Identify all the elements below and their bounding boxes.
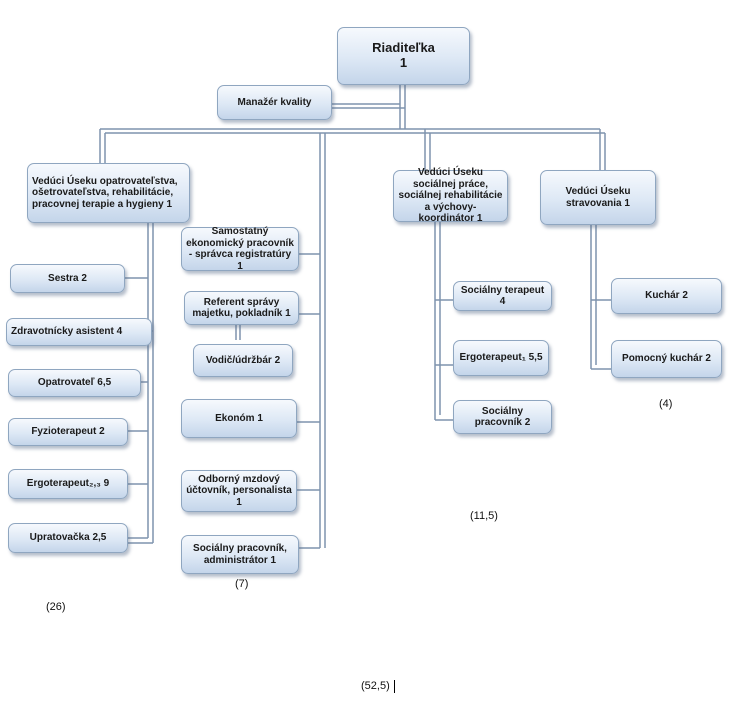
care-staff-label: Ergoterapeut₂,₃ 9 — [26, 478, 110, 490]
care-staff-nurse-box: Sestra 2 — [10, 264, 125, 293]
econ-staff-label: Referent správy majetku, pokladník 1 — [192, 296, 291, 320]
econ-staff-social-worker-box: Sociálny pracovník, administrátor 1 — [181, 535, 299, 574]
care-staff-label: Fyzioterapeut 2 — [31, 426, 105, 438]
director-label: Riaditeľka 1 — [372, 40, 435, 70]
care-staff-label: Opatrovateľ 6,5 — [37, 377, 112, 389]
econ-staff-economist-box: Ekonóm 1 — [181, 399, 297, 438]
social-total: (11,5) — [470, 510, 498, 522]
catering-staff-assistant-cook-box: Pomocný kuchár 2 — [611, 340, 722, 378]
social-staff-label: Sociálny pracovník 2 — [474, 405, 531, 429]
catering-total: (4) — [659, 398, 673, 410]
care-staff-health-assistant-box: Zdravotnícky asistent 4 — [6, 318, 152, 346]
care-total: (26) — [46, 601, 66, 613]
econ-staff-label: Samostatný ekonomický pracovník - správc… — [186, 226, 294, 272]
quality-manager-box: Manažér kvality — [217, 85, 332, 120]
director-box: Riaditeľka 1 — [337, 27, 470, 85]
social-staff-occupational-therapist-box: Ergoterapeut₁ 5,5 — [453, 340, 549, 376]
econ-staff-property-referent-box: Referent správy majetku, pokladník 1 — [184, 291, 299, 325]
econ-staff-registry-box: Samostatný ekonomický pracovník - správc… — [181, 226, 299, 272]
care-staff-caregiver-box: Opatrovateľ 6,5 — [8, 369, 141, 397]
catering-staff-label: Pomocný kuchár 2 — [622, 353, 711, 365]
grand-total: (52,5) — [361, 680, 390, 692]
social-staff-therapist-box: Sociálny terapeut 4 — [453, 281, 552, 311]
econ-staff-label: Odborný mzdový účtovník, personalista 1 — [186, 473, 292, 508]
econ-staff-label: Vodič/údržbár 2 — [205, 354, 281, 366]
econ-total: (7) — [235, 578, 249, 590]
social-staff-social-worker-box: Sociálny pracovník 2 — [453, 400, 552, 434]
care-staff-label: Sestra 2 — [48, 272, 87, 284]
econ-staff-label: Ekonóm 1 — [215, 412, 263, 424]
catering-head-label: Vedúci Úseku stravovania 1 — [565, 186, 631, 209]
social-head-box: Vedúci Úseku sociálnej práce, sociálnej … — [393, 167, 508, 225]
care-head-box: Vedúci Úseku opatrovateľstva, ošetrovate… — [27, 163, 190, 223]
catering-staff-label: Kuchár 2 — [645, 290, 688, 302]
econ-staff-payroll-box: Odborný mzdový účtovník, personalista 1 — [181, 470, 297, 512]
care-staff-label: Zdravotnícky asistent 4 — [11, 326, 123, 338]
catering-staff-cook-box: Kuchár 2 — [611, 278, 722, 314]
social-staff-label: Sociálny terapeut 4 — [460, 284, 545, 308]
care-staff-physiotherapist-box: Fyzioterapeut 2 — [8, 418, 128, 446]
social-staff-label: Ergoterapeut₁ 5,5 — [459, 352, 543, 364]
quality-manager-label: Manažér kvality — [237, 96, 312, 108]
care-head-label: Vedúci Úseku opatrovateľstva, ošetrovate… — [32, 175, 178, 210]
care-staff-cleaner-box: Upratovačka 2,5 — [8, 523, 128, 553]
text-cursor — [394, 680, 395, 693]
econ-staff-driver-box: Vodič/údržbár 2 — [193, 344, 293, 377]
care-staff-label: Upratovačka 2,5 — [29, 532, 107, 544]
catering-head-box: Vedúci Úseku stravovania 1 — [540, 170, 656, 225]
econ-staff-label: Sociálny pracovník, administrátor 1 — [193, 543, 287, 566]
social-head-label: Vedúci Úseku sociálnej práce, sociálnej … — [398, 167, 503, 225]
care-staff-occupational-therapist-box: Ergoterapeut₂,₃ 9 — [8, 469, 128, 499]
